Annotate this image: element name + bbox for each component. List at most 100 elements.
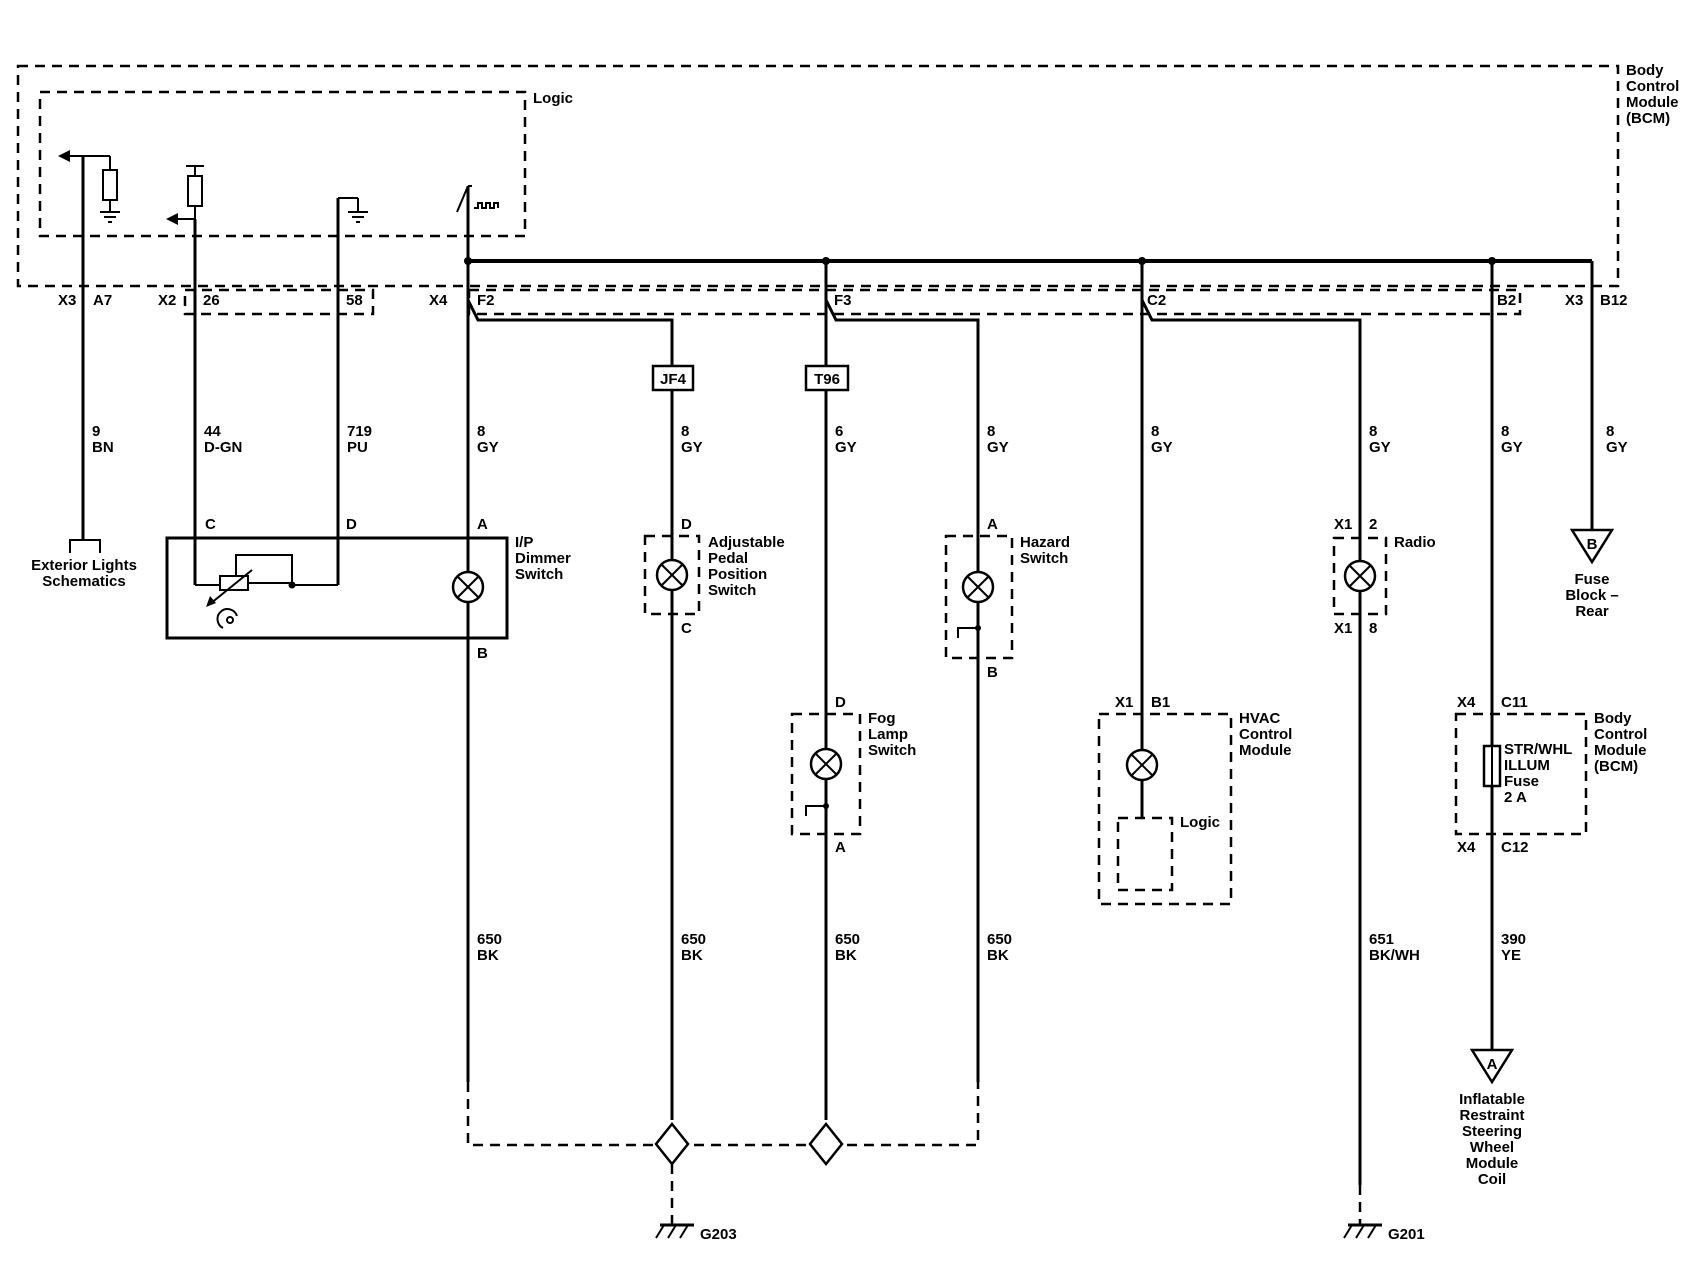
inflatable-label: Inflatable Restraint Steering Wheel Modu… [1459,1091,1525,1188]
svg-text:8: 8 [1369,423,1377,440]
ground-bus-g203 [466,1082,980,1147]
radio-label: Radio [1394,534,1436,551]
wire-651-label: 651 BK/WH [1369,931,1420,964]
svg-text:F3: F3 [834,292,852,309]
bcm2-box [1454,712,1588,836]
svg-text:X2: X2 [158,292,176,309]
svg-text:I/P: I/P [515,534,533,551]
svg-text:HVAC: HVAC [1239,710,1281,727]
svg-text:Switch: Switch [1020,550,1068,567]
svg-text:Hazard: Hazard [1020,534,1070,551]
svg-text:(BCM): (BCM) [1626,110,1670,127]
hvac-logic-label: Logic [1180,814,1220,831]
svg-text:Fuse: Fuse [1504,773,1539,790]
svg-text:Adjustable: Adjustable [708,534,785,551]
svg-text:D: D [346,516,357,533]
svg-text:Coil: Coil [1478,1171,1506,1188]
pwm-driver-icon [456,185,499,213]
svg-text:GY: GY [477,439,499,456]
wire-719-label: 719 PU [347,423,372,456]
logic-label: Logic [533,90,573,107]
svg-text:651: 651 [1369,931,1394,948]
fog-switch-box [790,712,862,836]
splice-diamond-2 [808,1121,844,1167]
radio-box [1332,536,1388,616]
svg-text:A: A [477,516,488,533]
wire-650-label-a: 650 BK [477,931,502,964]
exterior-lights-label: Exterior Lights Schematics [31,557,137,590]
svg-text:BN: BN [92,439,114,456]
wire-8-label-hvac: 8 GY [1151,423,1173,456]
svg-text:ILLUM: ILLUM [1504,757,1550,774]
svg-text:Module: Module [1594,742,1647,759]
svg-text:Lamp: Lamp [868,726,908,743]
wire-8-label-radio: 8 GY [1369,423,1391,456]
fog-lamp-icon [805,747,843,816]
bcm-housing [16,64,1620,288]
svg-text:Switch: Switch [868,742,916,759]
svg-text:Body: Body [1594,710,1632,727]
wire-650-label-c: 650 BK [835,931,860,964]
rheostat-icon [195,554,338,629]
svg-text:8: 8 [1501,423,1509,440]
wire-8-label-b2: 8 GY [1501,423,1523,456]
splice-jf4-label: JF4 [660,371,687,388]
svg-text:650: 650 [987,931,1012,948]
svg-text:C2: C2 [1147,292,1166,309]
pedal-lamp-icon [655,558,689,592]
logic-box [38,90,527,238]
svg-text:8: 8 [1369,620,1377,637]
fuse-block-label: Fuse Block – Rear [1565,571,1618,620]
svg-text:X1: X1 [1115,694,1133,711]
svg-text:Module: Module [1626,94,1679,111]
svg-text:8: 8 [1606,423,1614,440]
svg-text:GY: GY [681,439,703,456]
radio-pins: X1 2 X1 8 [1334,516,1377,637]
svg-text:GY: GY [1151,439,1173,456]
splice-jf4 [651,364,695,392]
splice-diamond-1 [654,1121,690,1167]
svg-text:X4: X4 [1457,694,1476,711]
bcm2-pins: X4 C11 X4 C12 [1457,694,1529,856]
svg-text:2: 2 [1369,516,1377,533]
fog-pins: D A [835,694,846,856]
svg-text:2 A: 2 A [1504,789,1527,806]
fuse-block-letter: B [1587,536,1598,553]
svg-text:Module: Module [1466,1155,1519,1172]
svg-text:BK/WH: BK/WH [1369,947,1420,964]
svg-text:8: 8 [681,423,689,440]
svg-text:8: 8 [477,423,485,440]
svg-text:Wheel: Wheel [1470,1139,1514,1156]
hazard-pins: A B [987,516,998,681]
fuse-block-connector-icon [1569,528,1615,565]
svg-text:Exterior Lights: Exterior Lights [31,557,137,574]
svg-text:BK: BK [681,947,703,964]
svg-text:B12: B12 [1600,292,1628,309]
svg-text:Module: Module [1239,742,1292,759]
pedal-pins: D C [681,516,692,637]
svg-text:58: 58 [346,292,363,309]
svg-text:Control: Control [1594,726,1647,743]
svg-text:Fuse: Fuse [1574,571,1609,588]
bcm2-label: Body Control Module (BCM) [1594,710,1647,775]
pedal-label: Adjustable Pedal Position Switch [708,534,785,599]
svg-text:Pedal: Pedal [708,550,748,567]
wire-44-label: 44 D-GN [204,423,242,456]
svg-text:44: 44 [204,423,221,440]
svg-text:C: C [205,516,216,533]
radio-lamp-icon [1343,559,1377,593]
pullup-resistor-1 [58,150,120,223]
connector-x2-shell [183,288,375,316]
svg-text:A: A [987,516,998,533]
svg-text:X4: X4 [1457,839,1476,856]
wire-8-label-hazard: 8 GY [987,423,1009,456]
svg-text:X3: X3 [58,292,76,309]
ip-dimmer-pins: C D A B [205,516,488,662]
svg-text:Control: Control [1239,726,1292,743]
hvac-pins: X1 B1 [1115,694,1170,711]
wire-6-label: 6 GY [835,423,857,456]
svg-text:650: 650 [477,931,502,948]
svg-text:Steering: Steering [1462,1123,1522,1140]
svg-text:C12: C12 [1501,839,1529,856]
svg-text:X1: X1 [1334,516,1352,533]
